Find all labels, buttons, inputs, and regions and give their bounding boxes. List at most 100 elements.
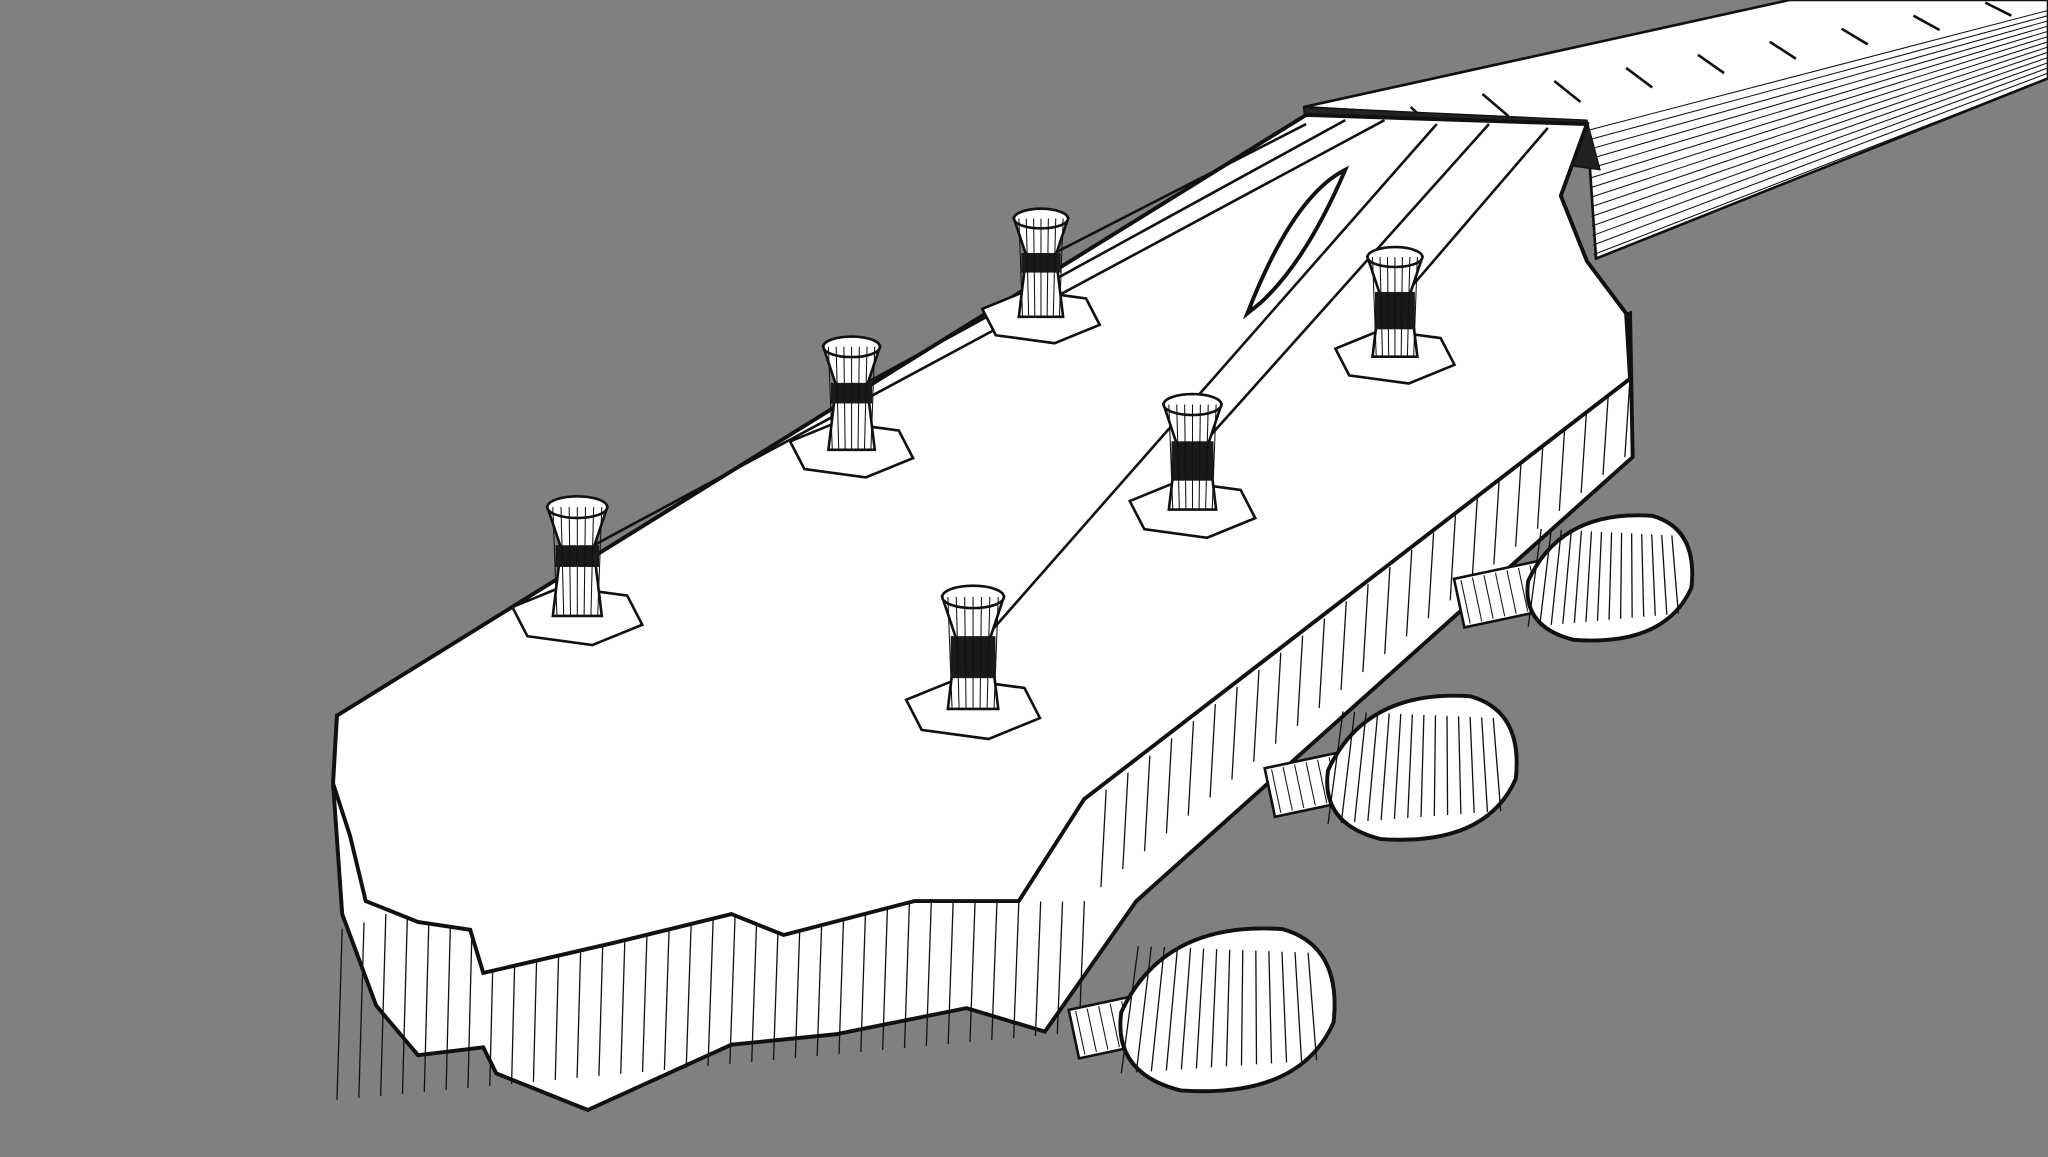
neck-wire xyxy=(1588,30,2048,170)
button-wire xyxy=(1481,717,1489,812)
post-wire xyxy=(1413,257,1418,357)
fret xyxy=(1553,79,1582,103)
post-wire xyxy=(1058,218,1064,317)
post-wire xyxy=(1211,404,1217,510)
fret xyxy=(1625,66,1654,89)
neck-wire xyxy=(1591,62,2048,227)
button-wire xyxy=(1225,949,1231,1067)
button-wire xyxy=(1380,713,1390,821)
post-wire xyxy=(986,596,991,709)
side-wire xyxy=(1143,755,1151,852)
button-wire xyxy=(1641,533,1645,617)
post-wire xyxy=(843,346,846,450)
side-wire xyxy=(358,922,365,1098)
button-wire xyxy=(1294,952,1303,1062)
neck-wire xyxy=(1589,36,2048,179)
side-wire xyxy=(729,914,736,1064)
post-wire xyxy=(583,507,586,616)
button-wire xyxy=(1539,529,1552,626)
post-wire xyxy=(979,596,982,709)
post-wire xyxy=(1406,257,1411,357)
neck-wire xyxy=(1593,77,2048,256)
neck-wire xyxy=(1592,67,2048,237)
button-wire xyxy=(1307,952,1318,1061)
neck-wire xyxy=(1588,25,2048,160)
post-wire xyxy=(590,507,595,616)
button-wire xyxy=(1651,534,1656,616)
post-wire xyxy=(560,507,565,616)
button-wire xyxy=(1255,950,1258,1065)
button-wire xyxy=(1240,950,1244,1066)
tuner-post-3 xyxy=(980,207,1102,345)
post-wire xyxy=(1205,404,1209,510)
side-wire xyxy=(1340,601,1347,691)
button-wire xyxy=(1420,714,1425,817)
string-3 xyxy=(587,118,1386,550)
neck-wire xyxy=(1586,9,2048,132)
shaft-wire xyxy=(1305,762,1316,806)
post-wire xyxy=(1033,218,1036,317)
button-wire xyxy=(1492,717,1502,811)
side-wire xyxy=(903,893,911,1049)
post-wire xyxy=(1379,257,1383,357)
button-wire xyxy=(1195,948,1205,1069)
shaft-wire xyxy=(1098,1006,1109,1050)
side-wire xyxy=(707,916,714,1066)
side-wire xyxy=(379,914,387,1096)
post-wire xyxy=(1371,257,1377,357)
side-wire xyxy=(751,912,758,1062)
post-wire xyxy=(1046,218,1049,317)
side-wire xyxy=(1515,464,1522,547)
side-wire xyxy=(1405,549,1413,637)
side-wire xyxy=(423,895,431,1092)
post-wire xyxy=(1018,218,1024,317)
side-wire xyxy=(1253,669,1260,762)
side-wire xyxy=(1384,567,1391,655)
shaft-wire xyxy=(1075,1010,1086,1055)
neck-wire xyxy=(1587,20,2048,151)
side-wire xyxy=(1231,686,1238,780)
fret xyxy=(1697,53,1725,75)
tuner-keys xyxy=(1067,513,1695,1094)
side-wire xyxy=(1602,395,1609,476)
side-wire xyxy=(838,897,845,1055)
shaft-wire xyxy=(1506,570,1517,614)
side-wire xyxy=(1580,412,1588,493)
button-wire xyxy=(1340,711,1356,824)
button-wire xyxy=(1353,712,1367,823)
fret xyxy=(1769,40,1797,60)
tuner-key-1 xyxy=(1452,513,1695,643)
button-wire xyxy=(1393,713,1402,820)
fret xyxy=(1840,27,1869,46)
button-wire xyxy=(1210,949,1218,1068)
side-wire xyxy=(1493,481,1500,565)
neck-wire xyxy=(1590,51,2048,208)
shaft-wire xyxy=(1294,764,1305,809)
side-wire xyxy=(1624,378,1631,458)
side-wire xyxy=(1122,772,1129,870)
side-wire xyxy=(401,904,409,1094)
shaft-wire xyxy=(1109,1003,1120,1048)
fret xyxy=(1912,14,1941,32)
string-6 xyxy=(1404,127,1549,295)
tuner-key-3 xyxy=(1067,926,1337,1094)
button-wire xyxy=(1457,716,1462,814)
fret xyxy=(1481,93,1510,118)
button-wire xyxy=(1527,528,1542,627)
button-wire xyxy=(1596,531,1603,621)
shaft-wire xyxy=(1483,575,1494,619)
button-wire xyxy=(1608,532,1613,620)
button-wire xyxy=(1281,951,1288,1063)
shaft-wire xyxy=(1471,577,1483,622)
post-wire xyxy=(1168,404,1174,510)
button-wire xyxy=(1562,530,1573,624)
side-wire xyxy=(1034,901,1042,1037)
side-wire xyxy=(1362,584,1369,673)
post-wire xyxy=(1386,257,1390,357)
string-2 xyxy=(861,118,1346,387)
post-wire xyxy=(597,507,603,616)
shaft-wire xyxy=(1517,567,1529,612)
post-wire xyxy=(1184,404,1187,510)
side-wire xyxy=(336,928,343,1100)
